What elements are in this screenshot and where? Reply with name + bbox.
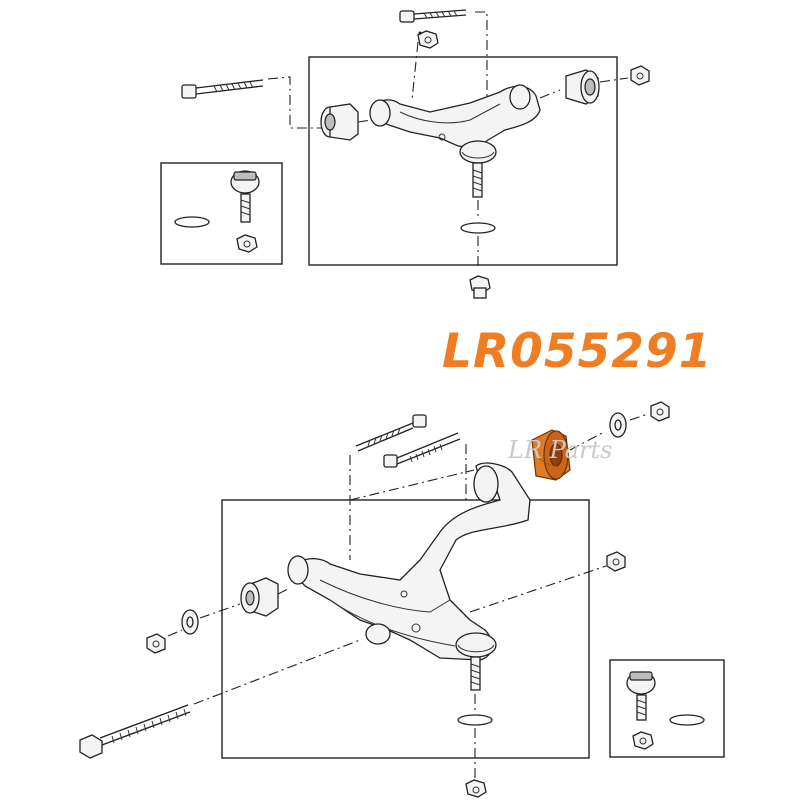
lower-bottom-nut: [465, 779, 487, 798]
upper-left-bushing: [320, 103, 359, 141]
lower-o-ring: [457, 714, 493, 726]
lower-inset-nut: [632, 731, 654, 750]
upper-o-ring: [460, 222, 496, 234]
upper-inset-ball-joint: [230, 170, 260, 223]
watermark-text: LR Parts: [508, 436, 613, 464]
upper-inset-o-ring: [174, 216, 210, 228]
upper-bottom-nut: [469, 275, 491, 299]
part-number-label: LR055291: [442, 324, 713, 379]
lower-ball-joint-stud: [470, 656, 481, 691]
lower-twin-bolts: [355, 414, 461, 468]
lower-top-nut: [650, 401, 670, 422]
upper-ball-joint-inset: [160, 162, 283, 265]
lower-right-nut: [606, 551, 626, 572]
upper-control-arm-assembly: [160, 9, 650, 299]
upper-inset-nut: [236, 234, 258, 253]
lower-front-nut: [146, 633, 166, 654]
lower-assembly-frame: [221, 499, 590, 759]
lower-front-bushing: [240, 577, 279, 617]
upper-nut: [417, 30, 439, 49]
lower-inset-ball-joint: [626, 671, 656, 721]
upper-arm-body: [369, 84, 541, 164]
upper-right-nut: [630, 65, 650, 86]
highlighted-bushing-lr055291: [531, 429, 571, 481]
lower-arm-body: [287, 462, 531, 661]
lower-long-bolt: [79, 704, 191, 759]
upper-long-bolt: [181, 79, 264, 99]
lower-ball-joint-inset: [609, 659, 725, 758]
lower-control-arm-assembly: [79, 401, 725, 798]
upper-right-bushing: [565, 69, 600, 105]
upper-assembly-frame: [308, 56, 618, 266]
upper-ball-joint-stud: [472, 162, 483, 198]
upper-top-bolt: [399, 9, 467, 23]
lower-inset-o-ring: [669, 714, 705, 726]
